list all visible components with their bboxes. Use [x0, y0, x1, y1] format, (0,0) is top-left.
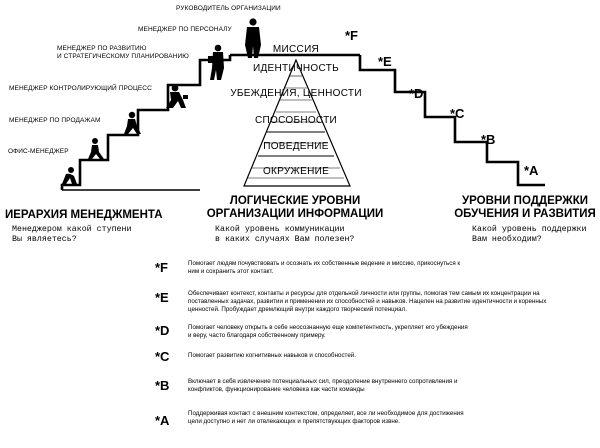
legend-mark-b: *B	[155, 378, 170, 393]
right-staircase	[358, 55, 545, 187]
pyramid	[243, 58, 351, 187]
center-question-line1: Какой уровень коммуникации	[215, 225, 345, 234]
level-mission: МИССИЯ	[272, 44, 320, 55]
right-title-line1: УРОВНИ ПОДДЕРЖКИ	[461, 195, 588, 207]
role-strategy-line2: И СТРАТЕГИЧЕСКОМУ ПЛАНИРОВАНИЮ	[57, 53, 189, 60]
right-question-line1: Какой уровень поддержки	[472, 225, 587, 234]
legend-text-b: Включает в себя извлечение потенциальных…	[188, 378, 458, 393]
legend-text-c: Помогает развитию когнитивных навыков и …	[188, 352, 356, 359]
role-office-manager: ОФИС-МЕНЕДЖЕР	[8, 148, 69, 155]
right-question-line2: Вам необходим?	[472, 235, 542, 244]
figure-ceo	[245, 18, 261, 58]
legend-text-f: Помогает людям почувствовать и осознать …	[188, 260, 461, 275]
left-question-line2: Вы являетесь?	[12, 235, 77, 244]
level-beliefs: УБЕЖДЕНИЯ, ЦЕННОСТИ	[230, 88, 362, 99]
legend-mark-f: *F	[155, 260, 168, 275]
role-process-manager: МЕНЕДЖЕР КОНТРОЛИРУЮЩИЙ ПРОЦЕСС	[9, 85, 152, 92]
figure-sales-manager	[88, 138, 104, 159]
step-letter-c: *C	[450, 106, 465, 121]
right-title-line2: ОБУЧЕНИЯ И РАЗВИТИЯ	[454, 208, 596, 220]
center-title-line2: ОРГАНИЗАЦИИ ИНФОРМАЦИИ	[206, 208, 384, 220]
left-question-line1: Менеджером какой ступени	[12, 225, 132, 234]
level-capabilities: СПОСОБНОСТИ	[254, 115, 338, 126]
step-letter-b: *B	[481, 132, 496, 147]
level-environment: ОКРУЖЕНИЕ	[262, 166, 330, 177]
figure-strategy-manager	[166, 84, 188, 108]
figure-office-manager	[62, 167, 77, 184]
role-hr-manager: МЕНЕДЖЕР ПО ПЕРСОНАЛУ	[138, 26, 232, 33]
level-behavior: ПОВЕДЕНИЕ	[263, 141, 329, 152]
role-ceo: РУКОВОДИТЕЛЬ ОРГАНИЗАЦИИ	[176, 5, 281, 12]
figure-hr-manager	[208, 44, 224, 80]
left-staircase	[60, 55, 232, 190]
legend-text-d: Помогает человеку открыть в себе неосозн…	[188, 324, 468, 339]
legend-mark-e: *E	[155, 290, 169, 305]
legend-mark-d: *D	[155, 323, 170, 338]
step-letter-a: *A	[524, 163, 539, 178]
center-question-line2: в каких случаях Вам полезен?	[215, 235, 355, 244]
legend-text-e: Обеспечивает контекст, контакты и ресурс…	[188, 290, 547, 313]
figure-process-manager	[124, 111, 141, 134]
legend-mark-c: *C	[155, 349, 170, 364]
role-sales-manager: МЕНЕДЖЕР ПО ПРОДАЖАМ	[9, 117, 101, 124]
left-title: ИЕРАРХИЯ МЕНЕДЖМЕНТА	[5, 209, 163, 221]
role-strategy-line1: МЕНЕДЖЕР ПО РАЗВИТИЮ	[57, 45, 147, 52]
pyramid-hatching	[248, 75, 344, 179]
level-identity: ИДЕНТИЧНОСТЬ	[253, 63, 339, 74]
center-title-line1: ЛОГИЧЕСКИЕ УРОВНИ	[229, 195, 361, 207]
legend-mark-a: *A	[155, 413, 170, 428]
legend-text-a: Поддерживая контакт с внешним контекстом…	[188, 410, 464, 425]
step-letter-d: *D	[409, 86, 424, 101]
step-letter-e: *E	[378, 54, 392, 69]
step-letter-f: *F	[345, 28, 358, 43]
